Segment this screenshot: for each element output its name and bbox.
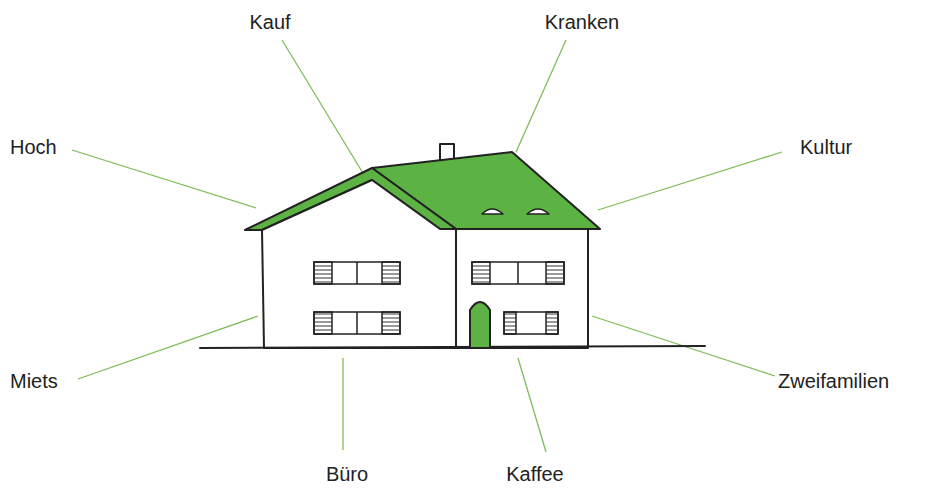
part-label: Kaffee (506, 464, 563, 484)
part-label: Kranken (545, 12, 620, 32)
leader-line (518, 358, 546, 452)
ground-line (200, 346, 705, 348)
door (470, 302, 490, 348)
leader-line (72, 150, 256, 208)
window (504, 312, 558, 334)
part-label: Kauf (249, 12, 290, 32)
leader-line (282, 40, 372, 188)
part-label: Zweifamilien (778, 371, 889, 391)
windows (314, 262, 564, 348)
leader-line (342, 358, 343, 450)
dormer-window (482, 209, 503, 214)
leader-line (598, 152, 782, 210)
leader-lines (72, 40, 782, 452)
dormer-window (527, 209, 549, 214)
wall (262, 180, 456, 348)
wall (456, 229, 588, 348)
window (472, 262, 564, 284)
leader-line (516, 40, 566, 152)
chimney (440, 144, 454, 160)
window (314, 312, 400, 334)
part-label: Kultur (800, 137, 852, 157)
window (314, 262, 400, 284)
house (200, 144, 705, 348)
part-label: Miets (10, 371, 58, 391)
part-label: Büro (326, 464, 368, 484)
part-label: Hoch (10, 137, 57, 157)
